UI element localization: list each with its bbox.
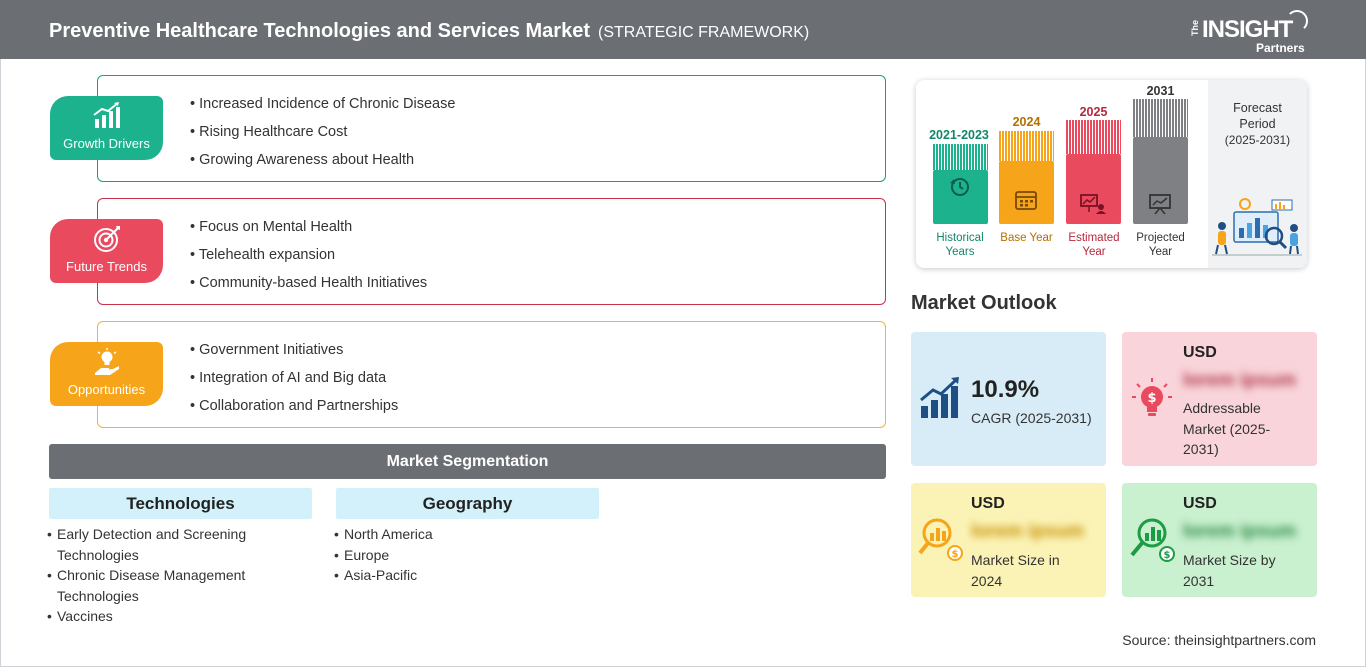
target-icon bbox=[94, 226, 120, 252]
market-segmentation-title: Market Segmentation bbox=[49, 444, 886, 479]
list-item: Integration of AI and Big data bbox=[190, 369, 398, 397]
title-text: Preventive Healthcare Technologies and S… bbox=[49, 20, 590, 42]
list-item: Telehealth expansion bbox=[190, 246, 427, 274]
addressable-usd: USD bbox=[1183, 344, 1217, 361]
timeline-card: 2021-2023 Historical Years 2024 Base Yea… bbox=[916, 80, 1307, 268]
bar-stripes bbox=[999, 131, 1054, 161]
size-2024-label: Market Size in 2024 bbox=[971, 552, 1060, 589]
cagr-value: 10.9% bbox=[971, 376, 1040, 403]
projected-year-bar bbox=[1133, 99, 1188, 224]
logo-insight: INSIGHT bbox=[1202, 16, 1293, 43]
growth-drivers-list: Increased Incidence of Chronic Disease R… bbox=[190, 95, 455, 179]
cagr-card: 10.9% CAGR (2025-2031) bbox=[911, 332, 1106, 466]
timeline-year: 2021-2023 bbox=[929, 128, 989, 142]
badge-label: Opportunities bbox=[67, 382, 146, 397]
list-item: Rising Healthcare Cost bbox=[190, 123, 455, 151]
list-item: Early Detection and Screening Technologi… bbox=[47, 524, 307, 565]
growth-drivers-badge: Growth Drivers bbox=[50, 96, 163, 160]
size-2031-value: lorem ipsum bbox=[1183, 521, 1296, 542]
money-magnifier-icon: $ bbox=[918, 518, 963, 561]
list-item: Europe bbox=[334, 545, 594, 566]
logo-partners: Partners bbox=[1256, 41, 1305, 55]
forecast-period-range: (2025-2031) bbox=[1224, 133, 1291, 147]
market-size-2024-card: $ USD lorem ipsum Market Size in 2024 bbox=[911, 483, 1106, 597]
timeline-label: Historical Years bbox=[936, 232, 984, 258]
future-trends-badge: Future Trends bbox=[50, 219, 163, 283]
lightbulb-hand-icon bbox=[95, 348, 119, 375]
page-subtitle: (STRATEGIC FRAMEWORK) bbox=[597, 24, 810, 41]
svg-text:$: $ bbox=[952, 549, 959, 560]
cagr-label: CAGR (2025-2031) bbox=[971, 410, 1092, 426]
timeline-year: 2031 bbox=[1146, 84, 1175, 98]
money-chart-magnifier-icon: $ bbox=[1130, 518, 1175, 562]
forecast-period-title: Forecast Period bbox=[1233, 101, 1282, 131]
history-clock-icon bbox=[950, 178, 969, 196]
technologies-list: Early Detection and Screening Technologi… bbox=[47, 524, 307, 627]
growth-chart-icon bbox=[93, 102, 120, 128]
trend-chart-icon bbox=[920, 377, 959, 418]
svg-text:$: $ bbox=[1164, 550, 1171, 561]
market-outlook-title: Market Outlook bbox=[911, 292, 1057, 314]
addressable-market-card: $ USD lorem ipsum Addressable Market (20… bbox=[1122, 332, 1317, 466]
bar-fill bbox=[1066, 154, 1121, 224]
opportunities-list: Government Initiatives Integration of AI… bbox=[190, 341, 398, 425]
opportunities-badge: Opportunities bbox=[50, 342, 163, 406]
geography-list: North America Europe Asia-Pacific bbox=[334, 524, 594, 586]
source-text: Source: theinsightpartners.com bbox=[1122, 632, 1316, 648]
logo-the: The bbox=[1190, 20, 1200, 37]
size-2031-label: Market Size by 2031 bbox=[1183, 552, 1276, 589]
bar-stripes bbox=[933, 144, 988, 170]
opportunities-box: Government Initiatives Integration of AI… bbox=[97, 321, 886, 428]
bar-stripes bbox=[1066, 120, 1121, 154]
size-2024-usd: USD bbox=[971, 495, 1005, 512]
addressable-label: Addressable Market (2025-2031) bbox=[1183, 400, 1271, 457]
list-item: Asia-Pacific bbox=[334, 565, 594, 586]
list-item: Growing Awareness about Health bbox=[190, 151, 455, 179]
presentation-icon bbox=[1080, 194, 1106, 214]
bar-stripes bbox=[1133, 99, 1188, 137]
list-item: Chronic Disease Management Technologies bbox=[47, 565, 307, 606]
list-item: Collaboration and Partnerships bbox=[190, 397, 398, 425]
list-item: Government Initiatives bbox=[190, 341, 398, 369]
timeline-label: Projected Year bbox=[1136, 232, 1185, 258]
list-item: North America bbox=[334, 524, 594, 545]
analytics-people-icon bbox=[1212, 198, 1302, 256]
badge-label: Future Trends bbox=[66, 259, 147, 274]
list-item: Focus on Mental Health bbox=[190, 218, 427, 246]
svg-text:$: $ bbox=[1147, 391, 1156, 406]
presentation-icon bbox=[1149, 194, 1171, 215]
geography-heading: Geography bbox=[336, 488, 599, 519]
dollar-bulb-icon: $ bbox=[1132, 378, 1172, 416]
calendar-icon bbox=[1015, 191, 1037, 210]
forecast-period-panel: Forecast Period (2025-2031) bbox=[1208, 80, 1307, 268]
timeline-label: Base Year bbox=[1000, 232, 1053, 244]
historical-years-bar bbox=[933, 144, 988, 224]
header-bar: Preventive Healthcare Technologies and S… bbox=[0, 0, 1366, 59]
market-size-2031-card: $ USD lorem ipsum Market Size by 2031 bbox=[1122, 483, 1317, 597]
badge-label: Growth Drivers bbox=[63, 136, 150, 151]
technologies-heading: Technologies bbox=[49, 488, 312, 519]
future-trends-list: Focus on Mental Health Telehealth expans… bbox=[190, 218, 427, 302]
list-item: Increased Incidence of Chronic Disease bbox=[190, 95, 455, 123]
timeline-label: Estimated Year bbox=[1068, 232, 1120, 258]
logo-arc-icon bbox=[1286, 10, 1308, 32]
base-year-bar bbox=[999, 131, 1054, 224]
size-2024-value: lorem ipsum bbox=[971, 521, 1084, 542]
size-2031-usd: USD bbox=[1183, 495, 1217, 512]
timeline-year: 2025 bbox=[1079, 105, 1108, 119]
list-item: Community-based Health Initiatives bbox=[190, 274, 427, 302]
page-title: Preventive Healthcare Technologies and S… bbox=[49, 20, 809, 43]
growth-drivers-box: Increased Incidence of Chronic Disease R… bbox=[97, 75, 886, 182]
insight-partners-logo[interactable]: The INSIGHT Partners bbox=[1190, 10, 1320, 55]
timeline-year: 2024 bbox=[1012, 115, 1041, 129]
estimated-year-bar bbox=[1066, 120, 1121, 224]
list-item: Vaccines bbox=[47, 606, 307, 627]
future-trends-box: Focus on Mental Health Telehealth expans… bbox=[97, 198, 886, 305]
addressable-value: lorem ipsum bbox=[1183, 370, 1296, 391]
